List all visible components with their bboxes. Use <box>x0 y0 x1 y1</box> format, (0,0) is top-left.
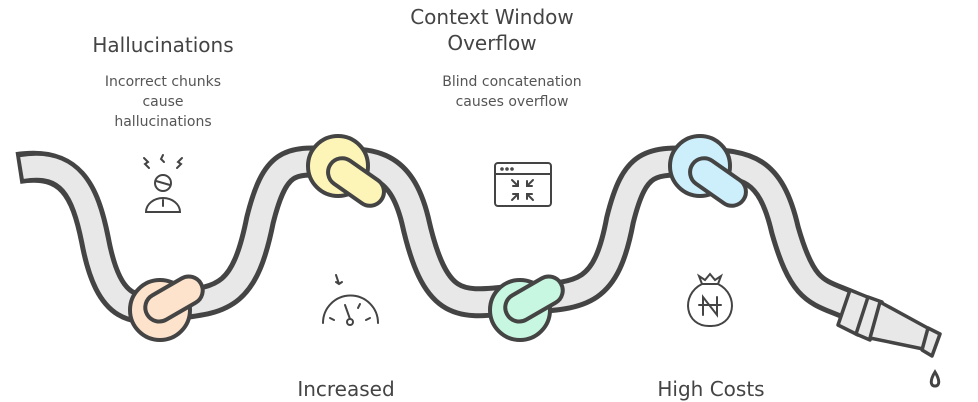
item-title-increased: Increased <box>297 377 395 401</box>
item-desc-hallucinations: Incorrect chunks cause hallucinations <box>104 74 222 130</box>
knot-2 <box>306 134 386 208</box>
item-title-context-window-overflow: Context Window Overflow <box>410 5 574 55</box>
window-compress-icon <box>494 162 552 207</box>
money-bag-icon <box>687 272 733 328</box>
knot-1 <box>128 274 205 342</box>
item-title-high-costs: High Costs <box>657 377 765 401</box>
item-desc-context-window-overflow: Blind concatenation causes overflow <box>442 74 582 110</box>
speedometer-icon <box>322 274 379 326</box>
nozzle <box>836 288 942 358</box>
knot-4 <box>668 134 748 208</box>
item-title-hallucinations: Hallucinations <box>92 33 234 57</box>
knot-3 <box>488 274 565 342</box>
water-drop-icon <box>929 369 941 388</box>
frustrated-person-icon <box>143 154 183 213</box>
